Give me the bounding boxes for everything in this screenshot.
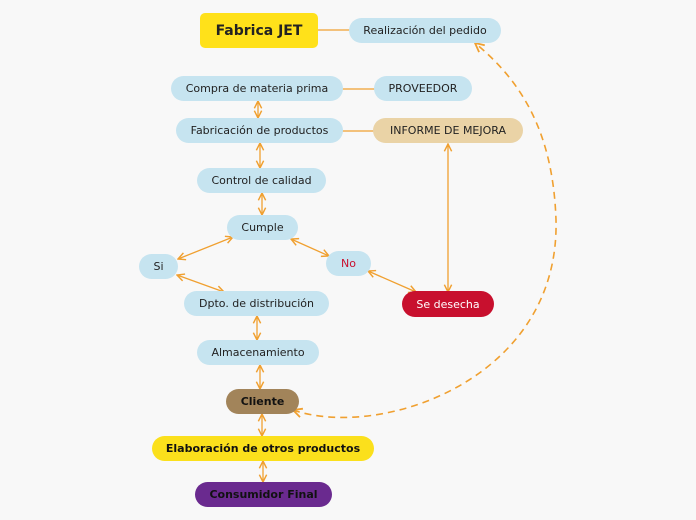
node-dpto-distribucion[interactable]: Dpto. de distribución	[184, 291, 329, 316]
connector-si-dpto	[177, 275, 224, 292]
node-cliente[interactable]: Cliente	[226, 389, 299, 414]
node-almacenamiento[interactable]: Almacenamiento	[197, 340, 319, 365]
node-fabricacion-productos[interactable]: Fabricación de productos	[176, 118, 343, 143]
node-compra-materia-prima[interactable]: Compra de materia prima	[171, 76, 343, 101]
diagram-title: Fabrica JET	[200, 13, 318, 48]
node-realizacion-pedido[interactable]: Realización del pedido	[349, 18, 501, 43]
node-elaboracion-otros-productos[interactable]: Elaboración de otros productos	[152, 436, 374, 461]
connector-cumple-no	[291, 239, 329, 256]
node-consumidor-final[interactable]: Consumidor Final	[195, 482, 332, 507]
node-se-desecha[interactable]: Se desecha	[402, 291, 494, 317]
connector-no-desecha	[368, 271, 416, 292]
connector-cumple-si	[178, 237, 233, 259]
node-informe-mejora[interactable]: INFORME DE MEJORA	[373, 118, 523, 143]
node-no[interactable]: No	[326, 251, 371, 276]
node-control-calidad[interactable]: Control de calidad	[197, 168, 326, 193]
node-cumple[interactable]: Cumple	[227, 215, 298, 240]
node-proveedor[interactable]: PROVEEDOR	[374, 76, 472, 101]
node-si[interactable]: Si	[139, 254, 178, 279]
connector-cliente-realizacion-dashed	[293, 43, 557, 419]
